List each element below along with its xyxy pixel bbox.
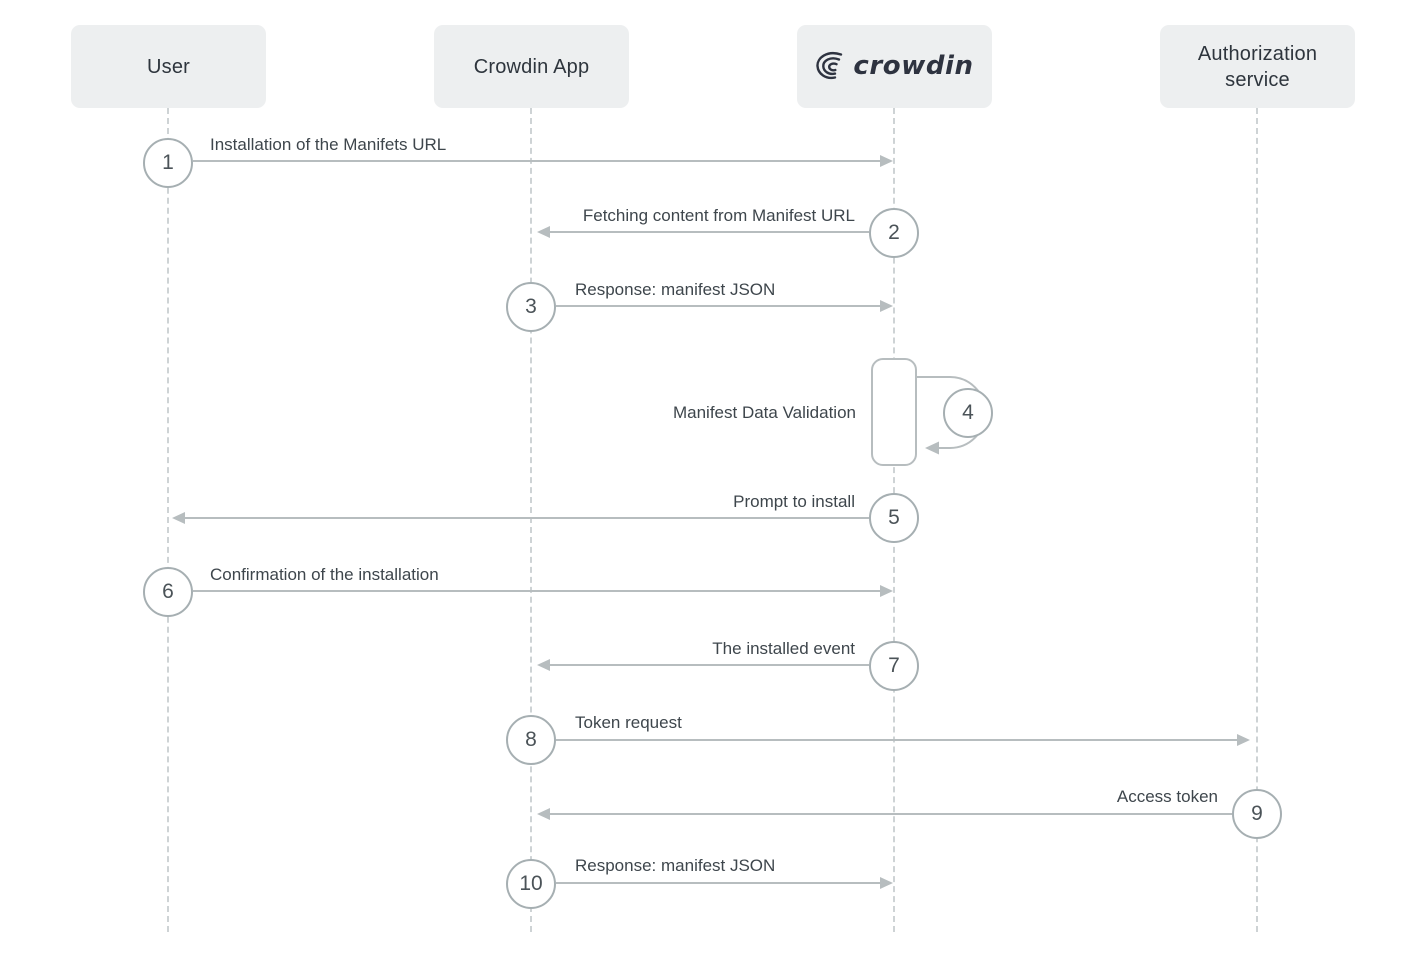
step-9-message-label: Access token — [1116, 787, 1218, 806]
step-7-number-badge: 7 — [869, 641, 919, 691]
step-6-arrow-right — [193, 585, 893, 597]
step-10-message-label: Response: manifest JSON — [575, 856, 776, 875]
lifeline-user — [167, 108, 169, 932]
step-7-arrow-left — [537, 659, 869, 671]
step-5-number-badge: 5 — [869, 493, 919, 543]
step-8-arrow-right — [556, 734, 1250, 746]
step-4-activation-bar — [871, 358, 917, 466]
crowdin-logo: crowdin — [815, 50, 973, 84]
actor-authorization-service-label: Authorization service — [1197, 42, 1318, 91]
step-3-arrow-right — [556, 300, 893, 312]
step-8-number-badge: 8 — [506, 715, 556, 765]
step-1-number-badge: 1 — [143, 138, 193, 188]
actor-user: User — [71, 25, 266, 108]
step-5-message-label: Prompt to install — [733, 492, 855, 511]
step-4-number-badge: 4 — [943, 388, 993, 438]
step-10-arrow-right — [556, 877, 893, 889]
step-3-message-label: Response: manifest JSON — [575, 280, 776, 299]
step-6-number-badge: 6 — [143, 567, 193, 617]
actor-crowdin: crowdin — [797, 25, 992, 108]
step-2-message-label: Fetching content from Manifest URL — [582, 206, 855, 225]
step-7-message-label: The installed event — [712, 639, 855, 658]
actor-authorization-service: Authorization service — [1160, 25, 1355, 108]
step-4-message-label: Manifest Data Validation — [672, 403, 856, 422]
step-1-arrow-right — [193, 155, 893, 167]
step-5-arrow-left — [172, 512, 869, 524]
actor-crowdin-app: Crowdin App — [434, 25, 629, 108]
crowdin-bird-icon — [816, 52, 843, 80]
crowdin-logo-wordmark: crowdin — [853, 50, 974, 81]
actor-user-label: User — [146, 55, 191, 78]
step-6-message-label: Confirmation of the installation — [210, 565, 439, 584]
step-10-number-badge: 10 — [506, 859, 556, 909]
step-2-number-badge: 2 — [869, 208, 919, 258]
lifeline-crowdin-app — [530, 108, 532, 932]
step-1-message-label: Installation of the Manifets URL — [210, 135, 447, 154]
step-9-number-badge: 9 — [1232, 789, 1282, 839]
step-3-number-badge: 3 — [506, 282, 556, 332]
step-2-arrow-left — [537, 226, 869, 238]
actor-crowdin-app-label: Crowdin App — [473, 55, 590, 78]
step-8-message-label: Token request — [575, 713, 682, 732]
lifeline-authorization-service — [1256, 108, 1258, 932]
step-9-arrow-left — [537, 808, 1232, 820]
